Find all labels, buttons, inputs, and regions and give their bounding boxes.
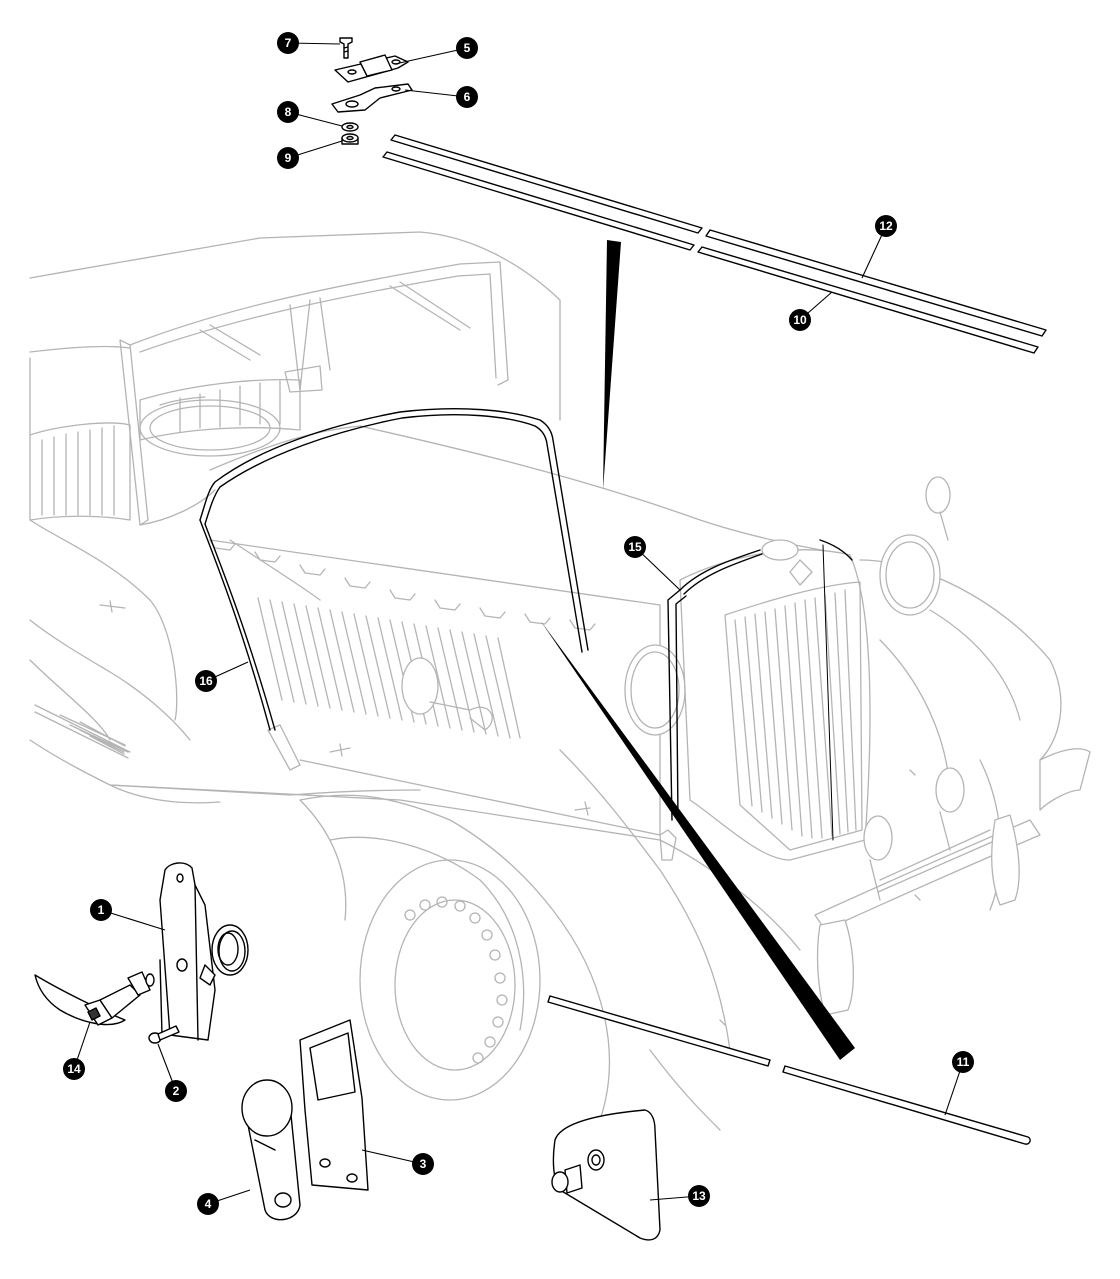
seal-strip-lower [547, 995, 1031, 1145]
hinge-link [241, 1079, 301, 1221]
callout-11: 11 [952, 1051, 974, 1073]
callout-13: 13 [688, 1185, 710, 1207]
callout-markers: 1 2 3 4 5 6 7 8 9 10 11 12 13 14 15 16 [63, 32, 974, 1215]
callout-7: 7 [277, 32, 299, 54]
svg-text:15: 15 [628, 540, 642, 554]
svg-text:10: 10 [793, 313, 807, 327]
svg-text:16: 16 [199, 674, 213, 688]
svg-text:7: 7 [285, 36, 292, 50]
callout-9: 9 [277, 147, 299, 169]
svg-text:13: 13 [692, 1189, 706, 1203]
seal-strip-top [382, 134, 1047, 354]
svg-text:8: 8 [285, 105, 292, 119]
svg-text:12: 12 [879, 219, 893, 233]
svg-text:1: 1 [98, 903, 105, 917]
callout-8: 8 [277, 101, 299, 123]
callout-16: 16 [195, 670, 217, 692]
svg-text:5: 5 [464, 41, 471, 55]
car-illustration [29, 231, 1091, 1131]
callout-2: 2 [165, 1080, 187, 1102]
top-bracket-stack [331, 37, 413, 145]
callout-5: 5 [456, 37, 478, 59]
svg-text:11: 11 [957, 1055, 970, 1069]
callout-14: 14 [63, 1058, 85, 1080]
windscreen-seal-outline [199, 408, 853, 841]
callout-12: 12 [875, 215, 897, 237]
callout-6: 6 [456, 86, 478, 108]
hinge-bracket-assembly [34, 862, 249, 1044]
svg-text:3: 3 [420, 1157, 427, 1171]
svg-text:2: 2 [173, 1084, 180, 1098]
callout-4: 4 [197, 1193, 219, 1215]
svg-text:14: 14 [67, 1062, 81, 1076]
gasket-plate [299, 1019, 369, 1191]
pointer-wedges [540, 240, 855, 1060]
callout-15: 15 [624, 536, 646, 558]
svg-text:4: 4 [205, 1197, 212, 1211]
callout-10: 10 [789, 309, 811, 331]
svg-text:9: 9 [285, 151, 292, 165]
callout-3: 3 [412, 1153, 434, 1175]
corner-pad [551, 1109, 661, 1241]
svg-text:6: 6 [464, 90, 471, 104]
callout-1: 1 [90, 899, 112, 921]
